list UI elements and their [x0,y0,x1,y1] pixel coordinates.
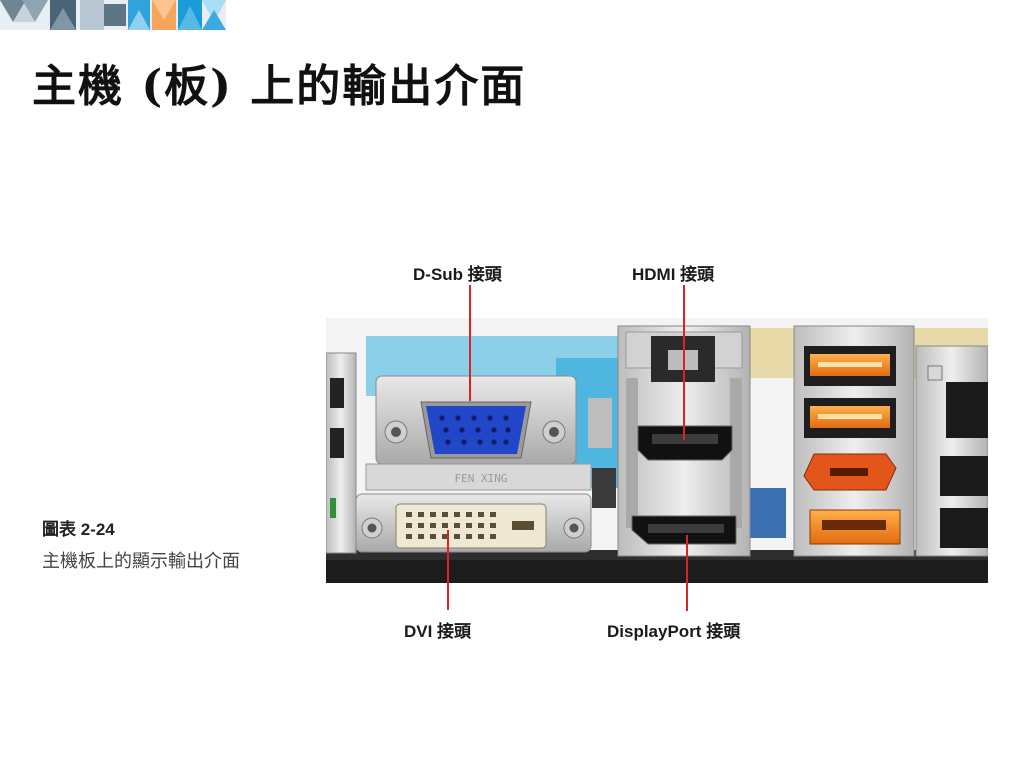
plate-text: FEN XING [455,472,508,485]
label-dvi-connector: DVI 接頭 [404,622,472,641]
label-dsub-connector: D-Sub 接頭 [413,265,502,284]
figure-caption-number: 圖表 2-24 [42,520,115,539]
label-displayport-connector: DisplayPort 接頭 [607,622,741,641]
leader-line-dsub [469,285,471,401]
slide-title: 主機 (板) 上的輸出介面 [32,61,527,112]
figure-caption-text: 主機板上的顯示輸出介面 [42,551,240,571]
label-hdmi-connector: HDMI 接頭 [632,265,715,284]
leader-line-displayport [686,535,688,611]
leader-line-hdmi [683,285,685,440]
leader-line-dvi [447,530,449,610]
decorative-banner [0,0,226,30]
motherboard-io-photo: FEN XING [326,318,988,583]
